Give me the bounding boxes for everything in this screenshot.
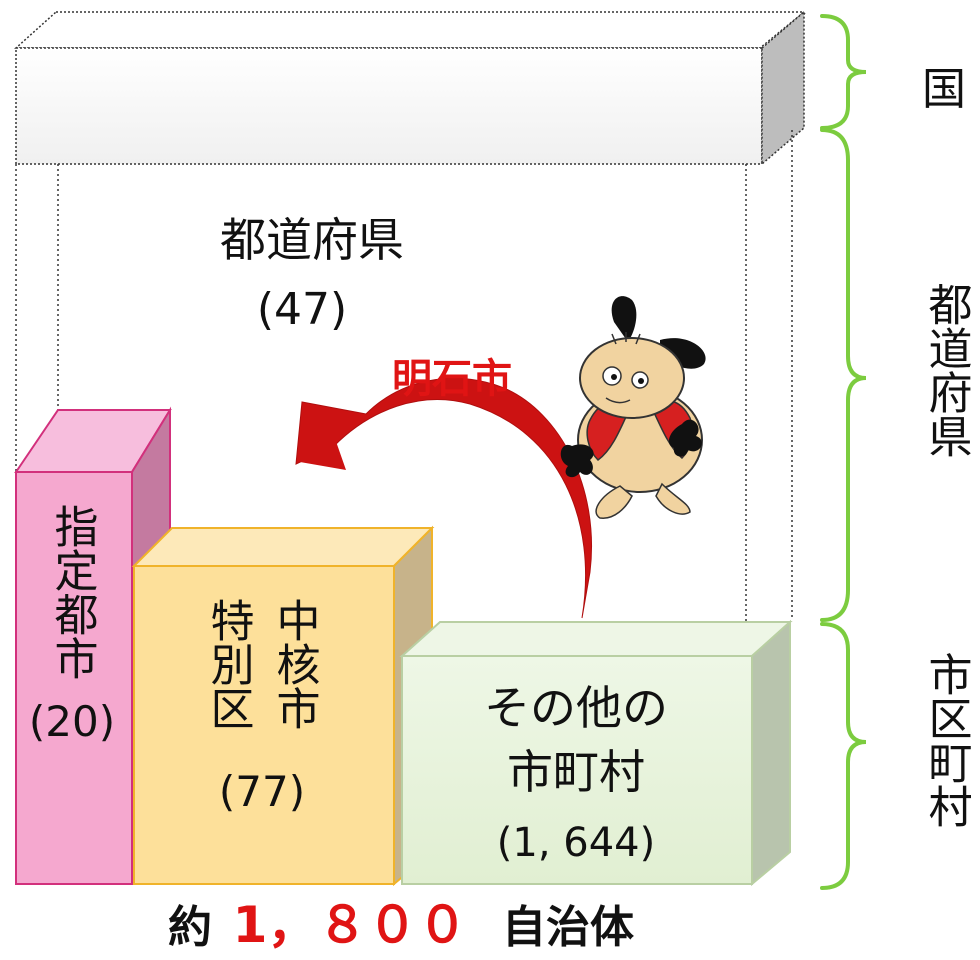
brace-country: [820, 14, 867, 130]
core-city-count: (77): [219, 767, 305, 816]
brace-municipality: [820, 622, 867, 890]
other-municipalities-column: [399, 619, 793, 887]
total-summary: 約 1，８００ 自治体: [168, 896, 634, 954]
brace-prefecture: [820, 128, 867, 622]
tier-label-country: 国: [922, 64, 966, 115]
other-municipalities-count: (1, 644): [497, 820, 655, 866]
country-slab: [14, 10, 807, 166]
total-suffix: 自治体: [502, 902, 634, 953]
designated-city-name: 指定都市: [47, 504, 99, 680]
transition-arrow: [295, 377, 592, 619]
other-municipalities-name-1: その他の: [484, 681, 668, 735]
core-city-name: 中核市: [269, 598, 320, 730]
other-municipalities-name-2: 市町村: [507, 745, 645, 799]
tier-label-municipality: 市区町村: [921, 652, 972, 828]
tier-braces: [820, 14, 867, 890]
mascot-icon: [560, 296, 706, 519]
total-number: 1，８００: [233, 896, 468, 954]
transition-label: 明石市: [392, 356, 512, 402]
prefecture-count: (47): [257, 284, 347, 335]
prefecture-boundary: [15, 130, 793, 640]
tier-label-prefecture: 都道府県: [921, 282, 973, 458]
total-prefix: 約: [168, 902, 212, 953]
prefecture-name: 都道府県: [220, 213, 404, 267]
designated-city-count: (20): [29, 697, 115, 746]
special-ward-name: 特別区: [203, 598, 254, 730]
